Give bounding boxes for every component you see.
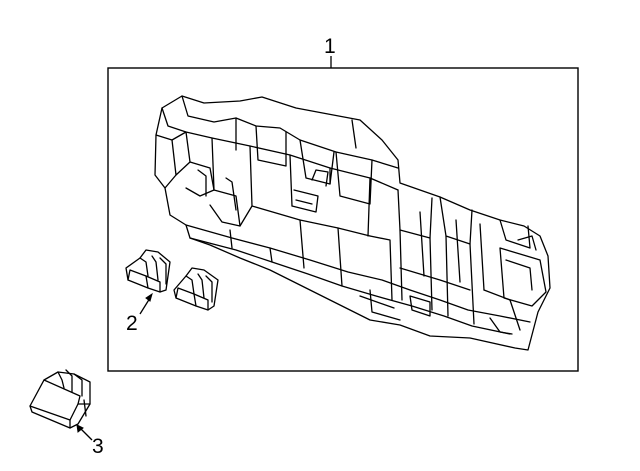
callout-1-label: 1 bbox=[324, 35, 336, 58]
callout-3-arrowhead bbox=[76, 424, 84, 433]
callout-3-label: 3 bbox=[92, 435, 104, 458]
callout-2-arrowhead bbox=[145, 292, 153, 302]
fuse-relay-box bbox=[154, 95, 551, 351]
mini-fuse-b bbox=[173, 267, 219, 311]
callout-2-leader bbox=[139, 297, 151, 315]
mini-fuse-a bbox=[125, 249, 171, 293]
callout-3-leader bbox=[79, 427, 93, 441]
assembly-frame bbox=[107, 67, 579, 372]
callout-2-label: 2 bbox=[126, 312, 138, 335]
relay bbox=[29, 369, 91, 429]
